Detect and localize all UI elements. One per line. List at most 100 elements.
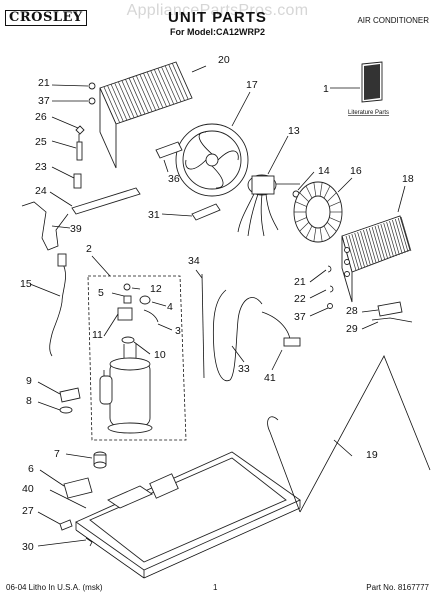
callout-40: 40: [22, 483, 34, 495]
insulation-strip: 36: [155, 141, 183, 185]
grommet: 7: [54, 448, 107, 469]
brand-logo: CROSLEY: [5, 10, 87, 26]
coil-fin: [121, 80, 139, 117]
coil-fin: [118, 81, 135, 119]
coil-fin: [143, 73, 160, 110]
blower-blade: [299, 222, 310, 232]
callout-18: 18: [402, 173, 414, 185]
callout-37-left: 37: [38, 95, 50, 107]
coil-fin: [363, 229, 374, 265]
callout-13: 13: [288, 125, 300, 137]
coil-fin: [383, 222, 394, 258]
coil-fin: [172, 63, 189, 100]
callout-39: 39: [70, 223, 82, 235]
capillary-tube: 34: [188, 255, 205, 379]
coil-fin: [146, 71, 164, 109]
screw-31: 31: [148, 203, 221, 221]
callout-27: 27: [22, 505, 34, 517]
fan-shroud: 17: [175, 79, 258, 197]
compressor-assembly: 2 12 5 4 3 11 10: [86, 243, 187, 441]
callout-22-right: 22: [294, 293, 306, 305]
callout-28: 28: [346, 305, 358, 317]
coil-fin: [371, 226, 383, 262]
callout-21-left: 21: [38, 77, 50, 89]
callout-11: 11: [92, 329, 103, 341]
coil-fin: [345, 235, 357, 271]
appliance-type: AIR CONDITIONER: [357, 16, 429, 25]
callout-23: 23: [35, 161, 47, 173]
callout-37-right: 37: [294, 311, 306, 323]
callout-4: 4: [167, 301, 173, 313]
base-fasteners: 27 30: [22, 505, 93, 553]
coil-fin: [132, 76, 149, 114]
coil-fin: [154, 69, 171, 106]
coil-fin: [107, 85, 124, 122]
literature-booklet: 1 Literature Parts: [323, 61, 389, 116]
coil-fin: [114, 83, 131, 120]
callout-30: 30: [22, 541, 34, 553]
callout-2: 2: [86, 243, 92, 255]
evaporator-coil: 18: [341, 173, 414, 303]
callout-3: 3: [175, 325, 181, 337]
blower-blade: [326, 192, 337, 202]
coil-fin: [110, 84, 128, 121]
coil-fin: [394, 218, 406, 254]
blower-blade: [323, 225, 331, 239]
callout-10: 10: [154, 349, 166, 361]
thermostat-parts: 28 29: [346, 301, 413, 335]
coil-fin: [168, 64, 185, 101]
callout-26: 26: [35, 111, 47, 123]
callout-33: 33: [238, 363, 250, 375]
coil-fin: [164, 65, 182, 103]
callout-1: 1: [323, 83, 329, 95]
coil-fin: [386, 221, 397, 257]
coil-fin: [150, 70, 167, 108]
blower-blade: [319, 182, 323, 197]
power-cord: 15: [20, 253, 67, 357]
drain-tube: 39: [21, 201, 82, 251]
callout-21-right: 21: [294, 276, 306, 288]
coil-fin: [128, 78, 146, 115]
blower-blade: [329, 217, 341, 223]
blower-blade: [329, 201, 341, 207]
callout-8: 8: [26, 395, 32, 407]
base-pan: 6 40: [22, 451, 301, 579]
coil-fin: [139, 74, 157, 111]
right-fasteners: 21 22 37: [294, 265, 334, 323]
callout-16: 16: [350, 165, 362, 177]
blower-blade: [313, 227, 317, 242]
coil-fin: [389, 220, 400, 256]
coil-fin: [397, 217, 409, 253]
coil-fin: [125, 79, 142, 116]
callout-19: 19: [366, 449, 378, 461]
callout-14: 14: [318, 165, 330, 177]
page-title: UNIT PARTS: [168, 9, 267, 26]
blower-blade: [319, 227, 323, 242]
fan-motor: 13 14: [237, 125, 330, 237]
callout-24: 24: [35, 185, 47, 197]
coil-fin: [136, 75, 153, 112]
callout-31: 31: [148, 209, 160, 221]
watermark: AppliancePartsPros.com: [126, 2, 309, 19]
coil-fin: [400, 216, 412, 252]
coil-fin: [157, 68, 175, 105]
blower-blade: [305, 185, 313, 199]
blower-blade: [295, 201, 307, 207]
coil-fin: [348, 234, 360, 270]
coil-fin: [354, 232, 365, 268]
blower-blade: [299, 192, 310, 202]
blower-blade: [295, 217, 307, 223]
callout-6: 6: [28, 463, 34, 475]
coil-fin: [161, 67, 178, 104]
coil-fin: [368, 227, 380, 263]
blower-blade: [326, 222, 337, 232]
callout-25: 25: [35, 136, 47, 148]
left-fasteners: 21 37 26 25 23: [35, 77, 96, 189]
model-subtitle: For Model:CA12WRP2: [169, 27, 265, 37]
blower-blade: [313, 182, 317, 197]
callout-36: 36: [168, 173, 180, 185]
coil-fin: [392, 219, 403, 255]
footer-litho: 06-04 Litho In U.S.A. (msk): [6, 583, 103, 592]
